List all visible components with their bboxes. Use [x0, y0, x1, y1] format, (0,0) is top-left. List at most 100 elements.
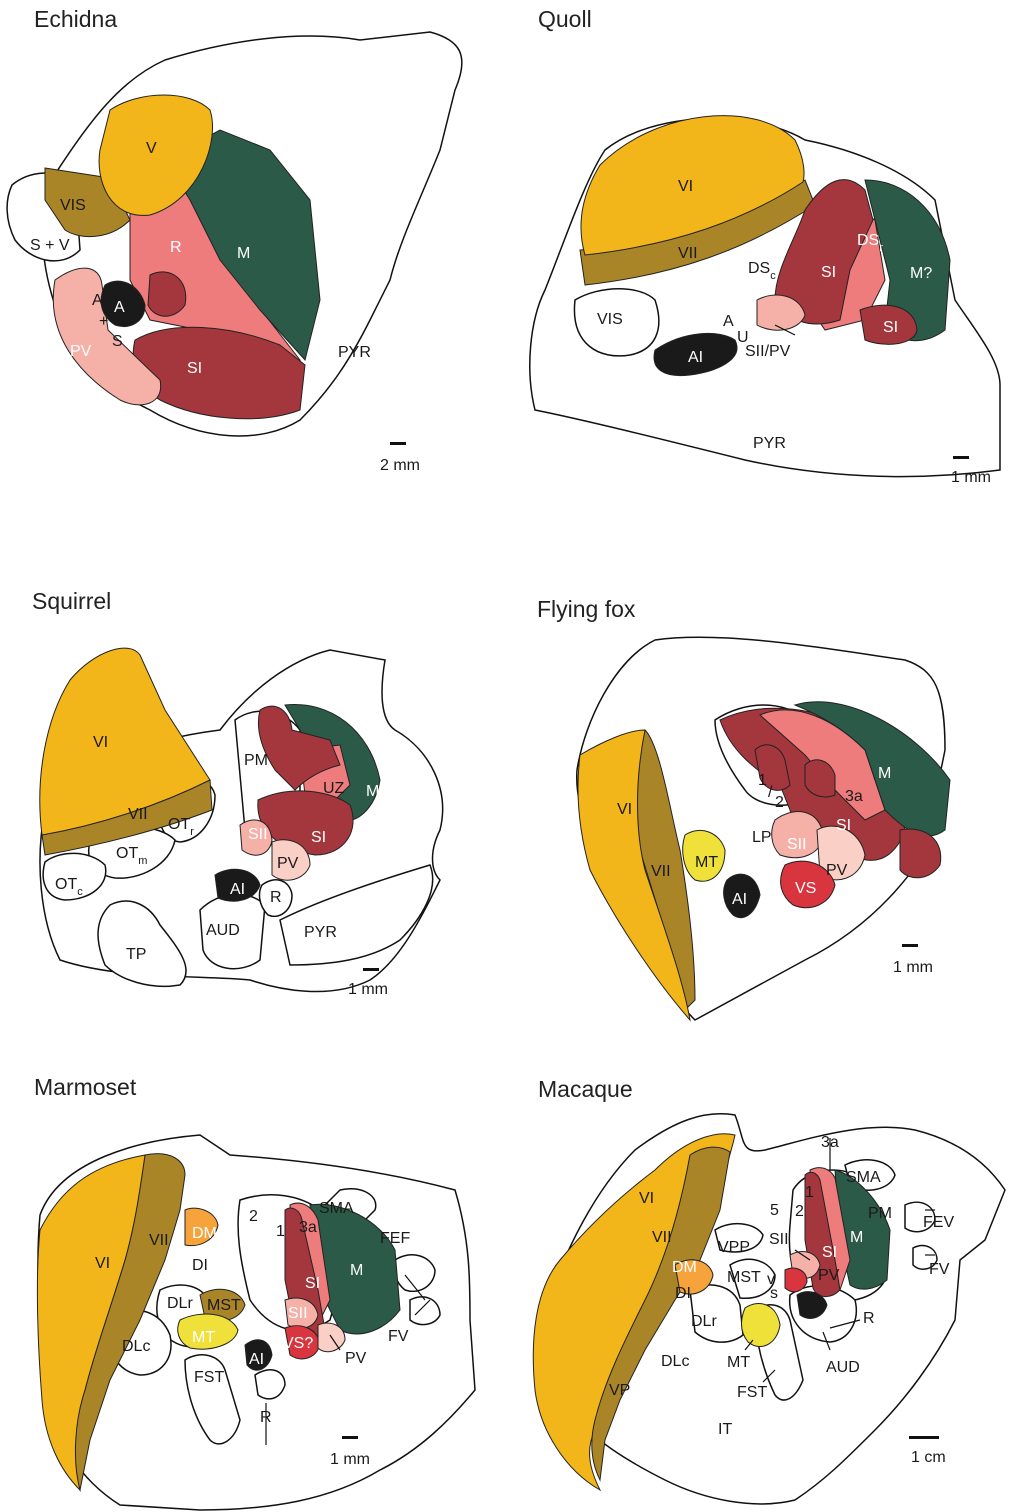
label-sii: SII — [248, 826, 268, 843]
label-3a: 3a — [299, 1219, 317, 1236]
panel-quoll: Quoll VI VII DSc DSr SI M? SI VIS AI A U… — [505, 0, 1010, 500]
label-vi: VI — [95, 1255, 110, 1272]
fef-outline — [394, 1255, 435, 1292]
label-dlr: DLr — [167, 1295, 193, 1312]
label-one: 1 — [758, 772, 767, 789]
label-aud: AUD — [826, 1359, 860, 1376]
label-si: SI — [305, 1275, 320, 1292]
label-vs: VS? — [283, 1335, 313, 1352]
label-mt: MT — [727, 1354, 750, 1371]
label-3a: 3a — [845, 788, 863, 805]
scale-label: 1 mm — [951, 469, 991, 486]
label-vs: VS — [795, 880, 816, 897]
label-one: 1 — [276, 1223, 285, 1240]
scale-label: 1 cm — [911, 1449, 946, 1466]
label-aud: AUD — [206, 922, 240, 939]
scale-bar — [363, 968, 379, 971]
label-dlr: DLr — [691, 1313, 717, 1330]
label-plus: + — [99, 313, 108, 330]
label-pyr: PYR — [304, 924, 337, 941]
label-vii: VII — [149, 1232, 169, 1249]
scale-label: 1 mm — [330, 1451, 370, 1468]
label-r: R — [260, 1409, 272, 1426]
label-one: 1 — [805, 1184, 814, 1201]
label-m: M — [350, 1262, 363, 1279]
label-pv: PV — [826, 862, 848, 879]
label-sii: SII — [769, 1231, 789, 1248]
label-pm: PM — [868, 1205, 892, 1222]
label-v: V — [146, 140, 157, 157]
scale-bar — [953, 456, 969, 459]
quoll-map: VI VII DSc DSr SI M? SI VIS AI A U D SII… — [505, 0, 1010, 500]
label-s: S — [112, 333, 123, 350]
scale-bar — [342, 1436, 358, 1439]
label-di: DI — [675, 1285, 691, 1302]
scale-label: 1 mm — [893, 959, 933, 976]
label-dlc: DLc — [122, 1338, 150, 1355]
label-m: M? — [366, 783, 388, 800]
label-dlc: DLc — [661, 1353, 689, 1370]
scale-bar — [390, 442, 406, 445]
label-si: SI — [822, 1244, 837, 1261]
label-ai: AI — [732, 891, 747, 908]
label-fst: FST — [194, 1369, 224, 1386]
label-it: IT — [718, 1421, 732, 1438]
panel-flyingfox: Flying fox VI VII MT AI LP 1 / 2 3a M SI… — [505, 580, 1010, 1020]
label-slash: / — [768, 784, 773, 801]
si-lower — [900, 829, 941, 878]
flyingfox-map: VI VII MT AI LP 1 / 2 3a M SI SII PV VS … — [505, 580, 1010, 1020]
label-si: SI — [821, 264, 836, 281]
label-pyr: PYR — [753, 435, 786, 452]
label-vii: VII — [651, 863, 671, 880]
label-pm: PM — [244, 752, 268, 769]
label-di: DI — [192, 1257, 208, 1274]
label-a: A — [723, 313, 734, 330]
label-si: SI — [836, 817, 851, 834]
panel-squirrel: Squirrel VI VII OTr OTm OTc TP PM UZ M? … — [0, 580, 500, 1020]
label-sii: SII — [288, 1305, 308, 1322]
label-m: M — [850, 1229, 863, 1246]
label-pv: PV — [345, 1350, 367, 1367]
label-vis: VIS — [597, 311, 623, 328]
label-ai: AI — [688, 349, 703, 366]
label-fef: FEF — [380, 1230, 410, 1247]
label-vi: VI — [93, 734, 108, 751]
label-tp: TP — [126, 946, 146, 963]
scale-label: 1 mm — [348, 981, 388, 998]
label-ai: AI — [249, 1351, 264, 1368]
label-two: 2 — [249, 1208, 258, 1225]
label-fv: FV — [929, 1261, 950, 1278]
marmoset-map: VI VII DM DI DLr DLc MST MT FST AI R 2 1… — [0, 1060, 500, 1512]
label-pv: PV — [277, 855, 299, 872]
panel-marmoset: Marmoset VI VII DM DI DLr DLc MST MT FST — [0, 1060, 500, 1512]
echidna-map: V VIS S + V R M A A + S PV SI PYR 2 mm — [0, 0, 500, 500]
label-3a: 3a — [821, 1134, 839, 1151]
label-two: 2 — [795, 1203, 804, 1220]
label-r: R — [863, 1310, 875, 1327]
label-five: 5 — [770, 1202, 779, 1219]
label-siipv: SII/PV — [745, 343, 791, 360]
label-si2: SI — [883, 319, 898, 336]
label-m: M? — [910, 265, 932, 282]
label-pv: PV — [818, 1267, 840, 1284]
label-vpp: VPP — [718, 1239, 750, 1256]
label-pyr: PYR — [338, 344, 371, 361]
label-sv: S + V — [30, 237, 70, 254]
label-dm: DM — [672, 1259, 697, 1276]
label-sii: SII — [787, 836, 807, 853]
label-s: s — [770, 1285, 778, 1302]
label-si: SI — [311, 829, 326, 846]
r-outline — [255, 1370, 285, 1399]
label-a: A — [114, 299, 125, 316]
label-m: M — [237, 245, 250, 262]
label-si: SI — [187, 360, 202, 377]
label-sma: SMA — [846, 1169, 881, 1186]
label-vii: VII — [652, 1229, 672, 1246]
label-two: 2 — [775, 794, 784, 811]
label-pv: PV — [70, 343, 92, 360]
label-vi: VI — [678, 178, 693, 195]
label-fev: FEV — [923, 1214, 954, 1231]
label-mst: MST — [727, 1269, 761, 1286]
label-r: R — [170, 239, 182, 256]
label-vi: VI — [617, 801, 632, 818]
